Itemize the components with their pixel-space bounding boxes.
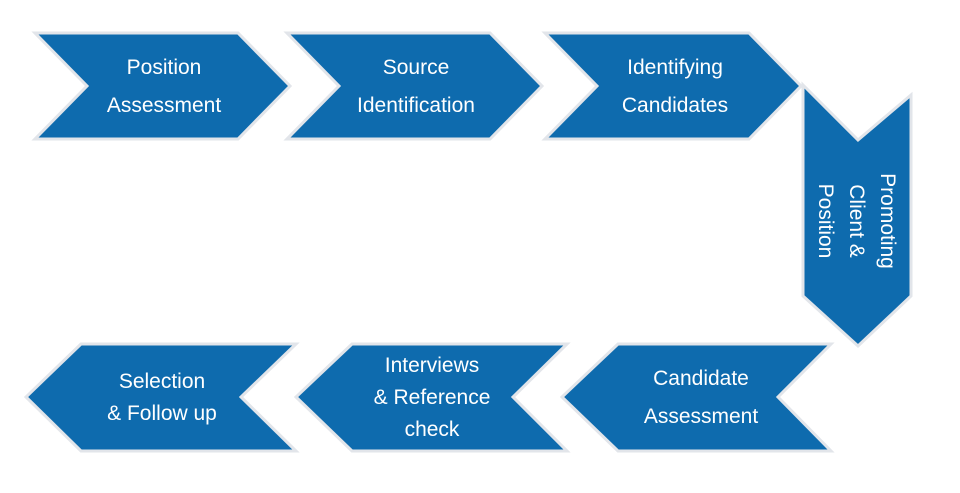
step-selection-follow-up: Selection & Follow up (23, 342, 300, 453)
step-label-line: Promoting (877, 173, 900, 269)
step-label-line: Assessment (107, 94, 222, 117)
step-label-line: Selection (119, 370, 205, 393)
step-label-line: Candidates (622, 94, 728, 117)
step-label-line: Identification (357, 94, 475, 117)
step-label-line: Position (127, 56, 202, 79)
chevron-arrow-shape (801, 81, 913, 349)
step-label-line: Position (815, 184, 838, 259)
step-label-line: Candidate (653, 367, 749, 390)
chevron-arrow-shape (23, 342, 300, 453)
chevron-arrow-shape (31, 31, 293, 141)
step-label-line: check (405, 418, 460, 441)
step-promoting-client-position: Promoting Client & Position (801, 81, 913, 349)
step-label-line: Source (383, 56, 450, 79)
step-label-line: Identifying (627, 56, 723, 79)
step-interviews-reference-check: Interviews & Reference check (293, 342, 571, 453)
step-label-line: & Reference (374, 386, 491, 409)
chevron-arrow-shape (283, 31, 545, 141)
step-label-line: Interviews (385, 354, 480, 377)
chevron-arrow-shape (559, 342, 835, 453)
step-label: Selection & Follow up (107, 370, 217, 425)
step-label: Interviews & Reference check (374, 354, 491, 441)
chevron-arrow-shape (541, 31, 804, 141)
step-label-line: Client & (846, 184, 869, 258)
chevron-arrow-shape (293, 342, 571, 453)
step-label: Promoting Client & Position (815, 173, 900, 269)
step-label-line: Assessment (644, 405, 759, 428)
step-label-line: & Follow up (107, 402, 217, 425)
